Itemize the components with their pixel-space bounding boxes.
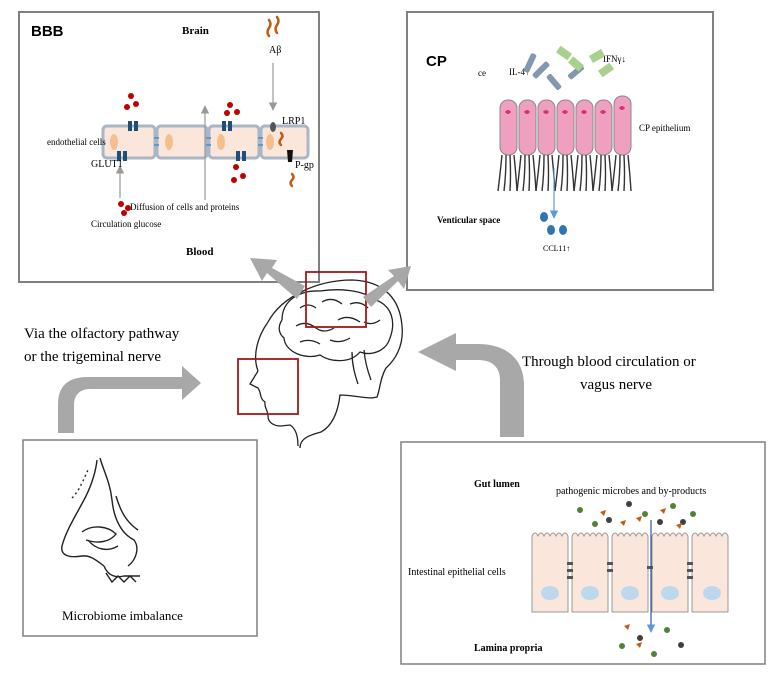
- glut1-transporters: [117, 121, 246, 161]
- brain-outline: [278, 289, 394, 362]
- cp-cell: [573, 99, 594, 192]
- right-route-line2: vagus nerve: [580, 377, 652, 393]
- ifn-label: IFNγ↓: [603, 54, 626, 64]
- cp-title: CP: [426, 53, 447, 70]
- intestinal-epithelial-label: Intestinal epithelial cells: [408, 567, 506, 578]
- left-route-line1: Via the olfactory pathway: [24, 326, 180, 342]
- bbb-title: BBB: [31, 23, 64, 40]
- endothelial-cell: [155, 124, 209, 160]
- nose-focus-box: [237, 358, 299, 415]
- glut1-label: GLUT1: [91, 159, 123, 170]
- ccl11-molecules: [540, 212, 567, 235]
- brainstem: [351, 349, 372, 385]
- right-route-line1: Through blood circulation or: [522, 354, 696, 370]
- endothelial-cell: [259, 124, 310, 160]
- nose-panel-frame: [22, 439, 258, 637]
- abeta-label: Aβ: [269, 45, 281, 56]
- ifn-molecule: [588, 49, 606, 63]
- pgp-label: P-gp: [295, 160, 314, 171]
- head-outline: [254, 279, 403, 449]
- cytokines: [523, 45, 615, 91]
- gut-cell: [651, 532, 689, 613]
- il4-molecule: [523, 53, 537, 73]
- cp-cell: [554, 99, 575, 192]
- abeta-peptides: [266, 15, 295, 188]
- pgp-pump: [287, 150, 293, 162]
- endothelial-cell: [207, 124, 261, 160]
- brain-folds: [295, 298, 381, 345]
- cp-epithelium: [497, 95, 632, 192]
- il4-molecule: [532, 61, 550, 79]
- gut-panel: Gut lumen pathogenic microbes and by-pro…: [400, 441, 766, 665]
- cell-nuclei: [110, 134, 274, 150]
- head-illustration: [249, 279, 403, 449]
- glucose-molecules: [118, 93, 246, 216]
- bbb-panel: BBB Brain Blood: [18, 11, 320, 283]
- il4-label: IL-4↑: [509, 67, 530, 77]
- ifn-molecule: [568, 56, 584, 72]
- ifn-molecule: [597, 62, 615, 78]
- cp-cell: [611, 95, 632, 192]
- tight-junctions: [154, 137, 263, 146]
- cp-epithelium-label: CP epithelium: [639, 123, 690, 133]
- bbb-blood-label: Blood: [186, 246, 214, 258]
- microbes-lumen: [577, 501, 696, 529]
- pathogenic-microbes-label: pathogenic microbes and by-products: [556, 486, 706, 497]
- bbb-brain-label: Brain: [182, 25, 209, 37]
- diffusion-label: Diffusion of cells and proteins: [130, 202, 240, 212]
- face-profile: [249, 370, 299, 447]
- connector-arrows: [58, 258, 524, 437]
- left-route-arrow: [58, 366, 201, 433]
- gut-cell: [531, 532, 569, 613]
- gut-cell: [571, 532, 609, 613]
- ce-label: ce: [478, 68, 486, 78]
- gut-cell: [611, 532, 649, 613]
- endothelial-cells-label: endothelial cells: [47, 137, 106, 147]
- nasal-anatomy-illustration: [61, 457, 140, 584]
- lamina-propria-label: Lamina propria: [474, 643, 542, 654]
- cp-panel: CP ce IL-4↑ IFNγ↓: [406, 11, 714, 291]
- gut-lumen-label: Gut lumen: [474, 479, 520, 490]
- microbiome-imbalance-label: Microbiome imbalance: [62, 608, 183, 623]
- ccl11-label: CCL11↑: [543, 244, 570, 253]
- arrow-to-cp: [363, 266, 411, 307]
- cp-cell: [497, 99, 518, 192]
- ventricular-space-label: Venticular space: [437, 215, 500, 225]
- cp-cell: [592, 99, 613, 192]
- gut-cell: [691, 532, 729, 613]
- arrow-to-bbb: [250, 258, 305, 299]
- microbes-lamina: [619, 624, 684, 657]
- right-route-arrow: [418, 333, 524, 437]
- endothelial-cell-row: [101, 121, 310, 162]
- tight-junctions-gut: [567, 562, 693, 579]
- gut-epithelium: [531, 532, 729, 613]
- lrp1-receptor: [270, 122, 276, 132]
- ifn-molecule: [555, 45, 573, 61]
- cp-cell: [535, 99, 556, 192]
- left-route-line2: or the trigeminal nerve: [24, 349, 161, 365]
- cp-cell: [516, 99, 537, 192]
- nose-panel: Microbiome imbalance: [22, 439, 258, 637]
- circulation-glucose-label: Circulation glucose: [91, 219, 161, 229]
- lrp1-label: LRP1: [282, 116, 305, 127]
- il4-molecule: [546, 73, 562, 91]
